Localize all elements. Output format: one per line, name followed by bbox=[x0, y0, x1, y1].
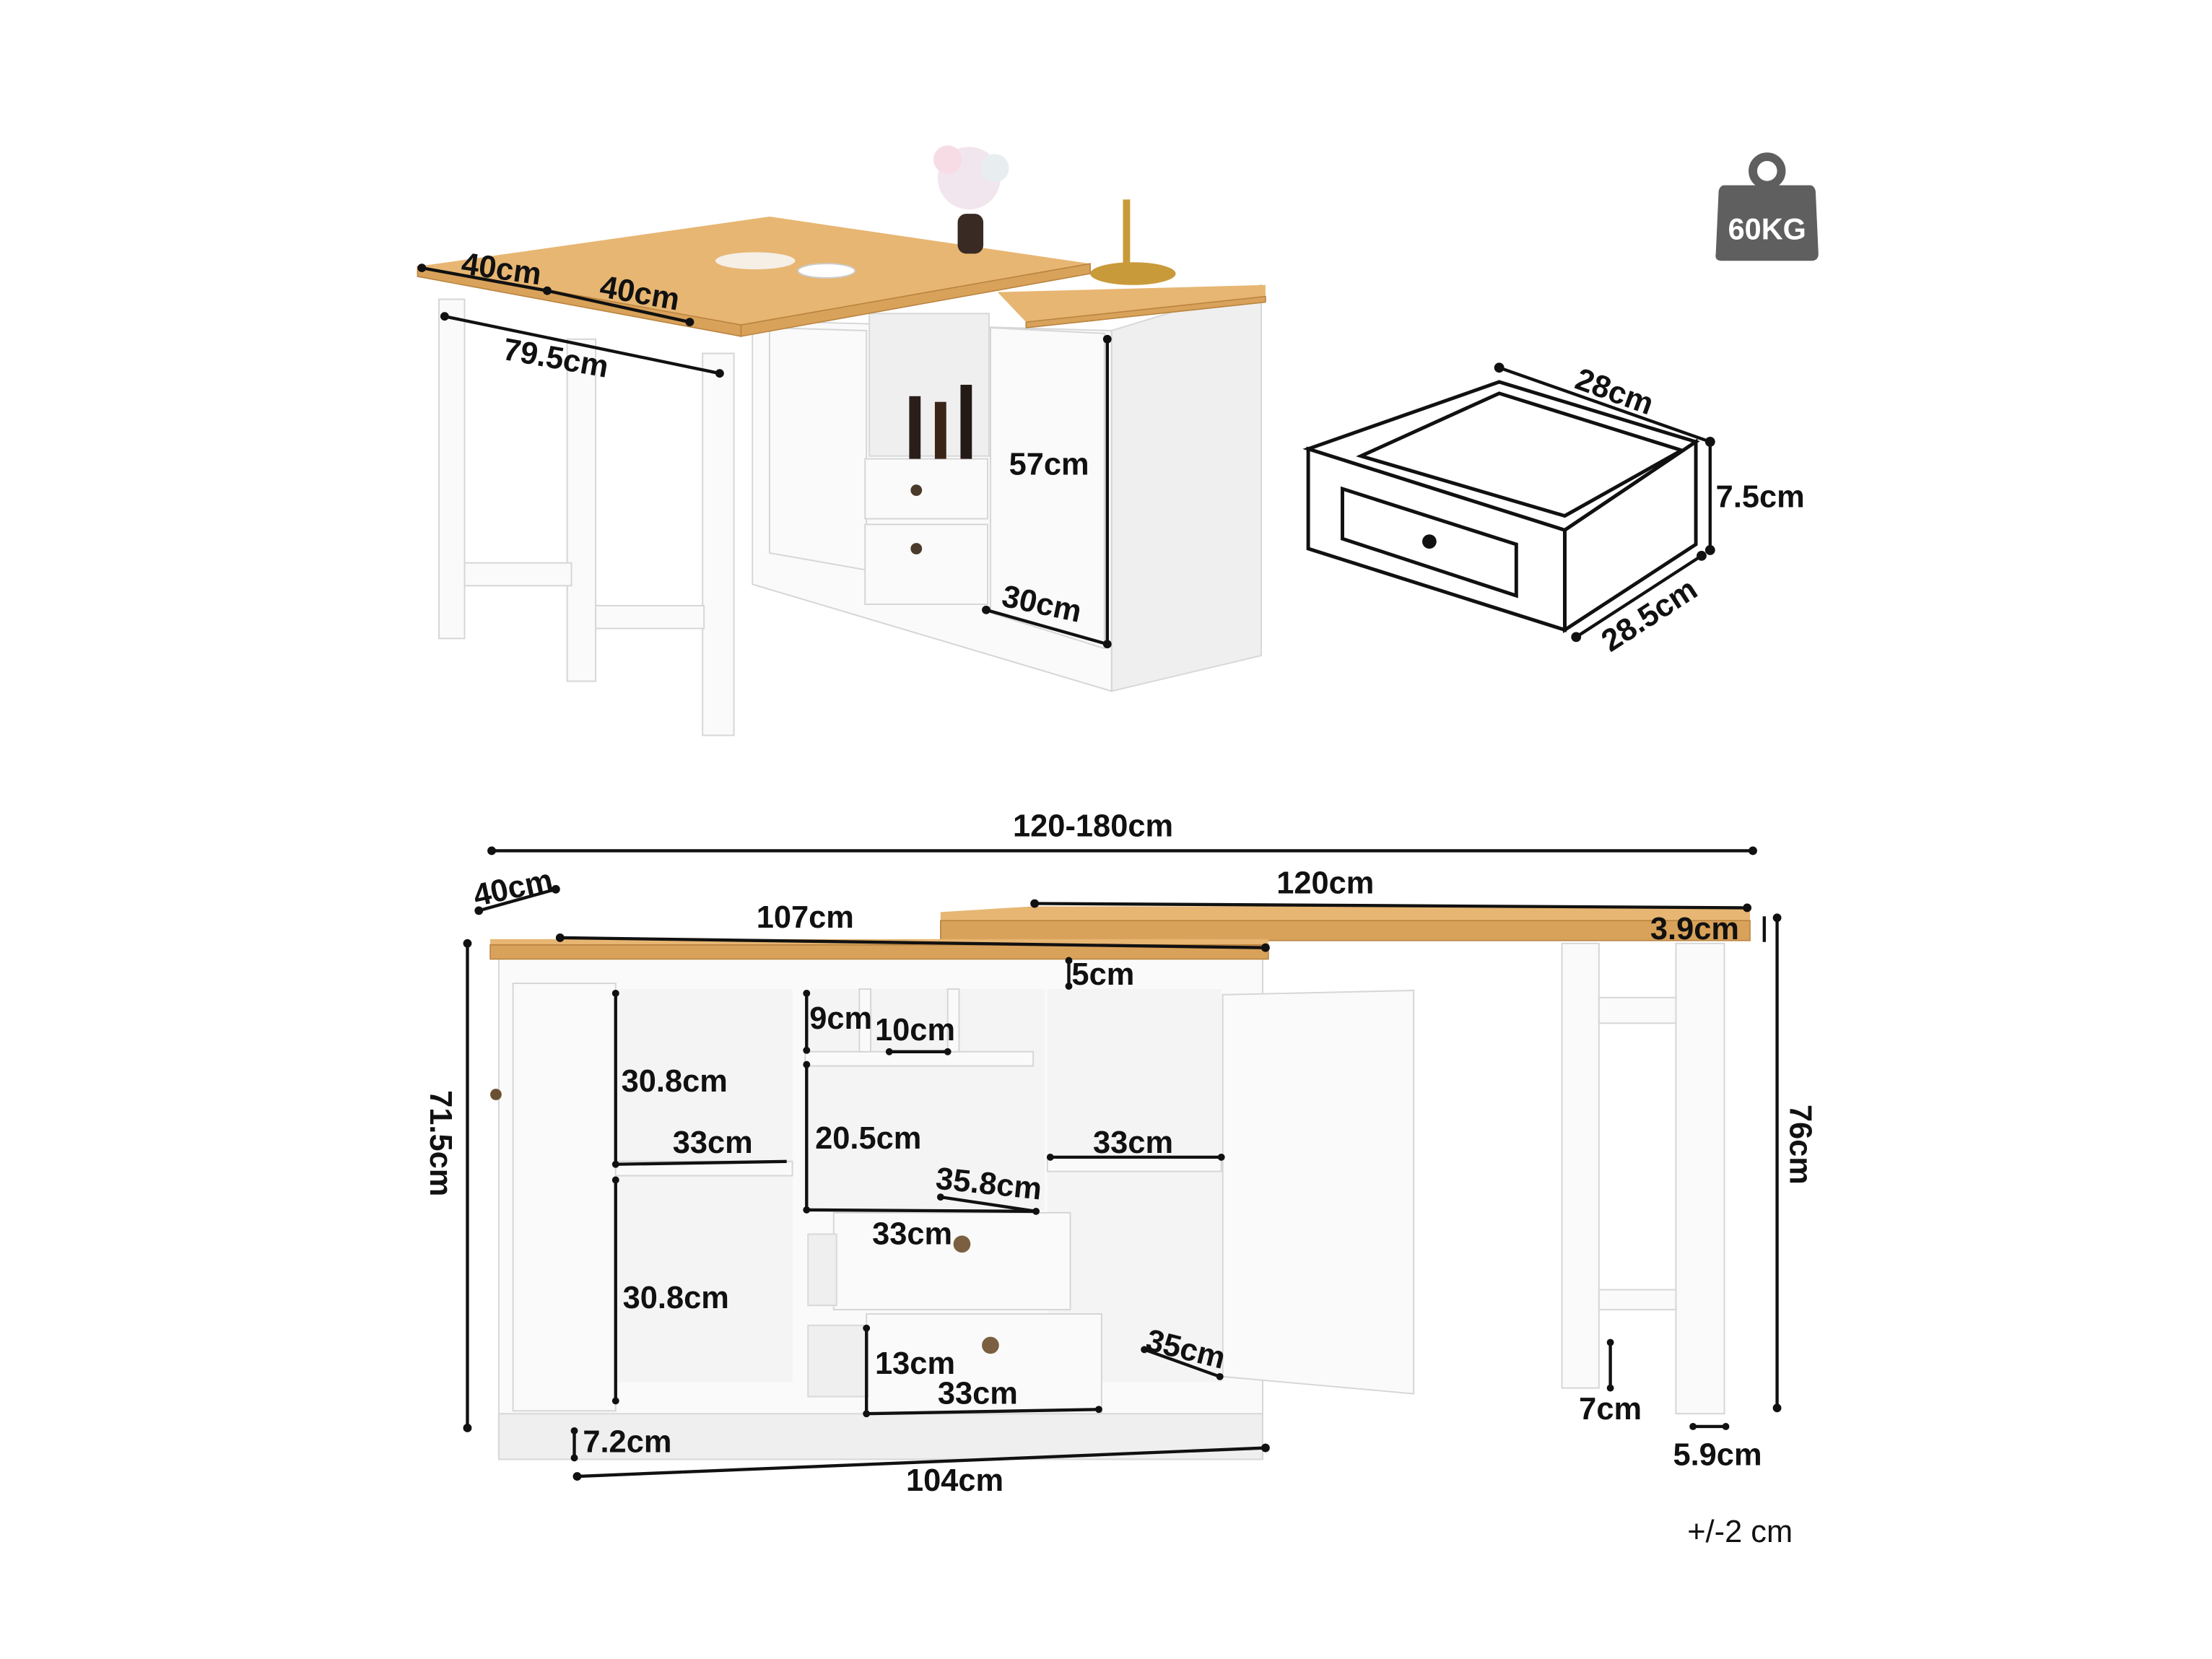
left-upper-height-label: 30.8cm bbox=[622, 1064, 728, 1099]
extension-length-label: 120cm bbox=[1276, 866, 1374, 901]
weight-label: 60KG bbox=[1728, 212, 1806, 246]
tolerance-note: +/-2 cm bbox=[1687, 1515, 1793, 1549]
kitchen-island-render bbox=[417, 145, 1266, 736]
drawer2-width-label: 33cm bbox=[938, 1376, 1018, 1411]
top-depth-label: 40cm bbox=[470, 863, 556, 913]
top-length-label: 107cm bbox=[757, 900, 854, 935]
drawer2-height-label: 13cm bbox=[875, 1346, 955, 1381]
right-shelf-width-label: 33cm bbox=[1093, 1125, 1173, 1160]
cabinet-height-label: 57cm bbox=[1009, 447, 1089, 482]
total-length-label: 120-180cm bbox=[1013, 809, 1173, 844]
drawer-illustration bbox=[1302, 362, 1715, 643]
front-view-dimension-lines bbox=[463, 846, 1782, 1481]
top-thickness-label: 3.9cm bbox=[1650, 912, 1739, 946]
leg-rail-label: 7cm bbox=[1579, 1392, 1642, 1427]
leg-width-label: 5.9cm bbox=[1673, 1437, 1762, 1472]
rail-height-label: 5cm bbox=[1071, 957, 1134, 992]
drawer-height-label: 7.5cm bbox=[1716, 480, 1805, 515]
left-lower-height-label: 30.8cm bbox=[623, 1281, 729, 1315]
total-height-label: 71.5cm bbox=[423, 1090, 458, 1196]
base-height-label: 7.2cm bbox=[583, 1425, 671, 1460]
base-length-label: 104cm bbox=[906, 1463, 1003, 1498]
front-view-illustration bbox=[489, 906, 1751, 1460]
left-upper-width-label: 33cm bbox=[673, 1125, 753, 1160]
middle-height-label: 20.5cm bbox=[815, 1121, 921, 1156]
top-view-dimension-lines bbox=[417, 264, 1112, 649]
cubby-height-label: 9cm bbox=[809, 1001, 872, 1036]
weight-icon: 60KG bbox=[1715, 152, 1819, 261]
table-height-label: 76cm bbox=[1782, 1105, 1817, 1185]
drawer1-width-label: 33cm bbox=[872, 1216, 952, 1251]
cubby-width-label: 10cm bbox=[875, 1013, 955, 1048]
